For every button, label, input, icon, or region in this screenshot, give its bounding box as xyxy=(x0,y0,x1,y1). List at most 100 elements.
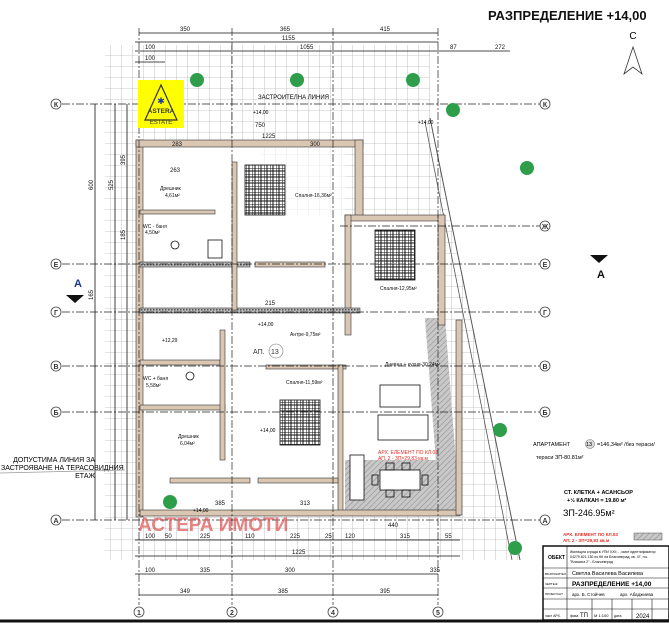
dim-text: 395 xyxy=(380,589,391,595)
svg-text:СТ. КЛЕТКА + АСАНСЬОР: СТ. КЛЕТКА + АСАНСЬОР xyxy=(564,490,633,496)
axis-label-row: В xyxy=(53,364,58,371)
svg-text:2024: 2024 xyxy=(636,614,650,620)
axis-label-col: 5 xyxy=(436,610,440,617)
dim-text: 25 xyxy=(325,534,332,540)
dim-text: 440 xyxy=(388,523,399,529)
svg-text:✱: ✱ xyxy=(157,96,165,106)
tree-icon xyxy=(190,73,204,87)
axis-label-row: А xyxy=(542,518,547,525)
watermark: АСТЕРА ИМОТИ xyxy=(138,515,288,536)
dim-text: 365 xyxy=(280,27,291,33)
apartment-number: 13 xyxy=(271,349,279,356)
room-label: Спалня-16,36м² xyxy=(295,193,332,199)
dim-text: 225 xyxy=(290,534,301,540)
room-area: 6,04м² xyxy=(180,441,195,447)
level-mark: +14,00 xyxy=(260,428,276,434)
svg-text:М 1:100: М 1:100 xyxy=(594,613,609,618)
svg-text:ВЪЗЛОЖИТЕЛ: ВЪЗЛОЖИТЕЛ xyxy=(545,572,566,576)
dim-text: 120 xyxy=(345,534,356,540)
axis-label-col: 1 xyxy=(137,610,141,617)
dim-text: 1155 xyxy=(282,36,296,42)
dim-text: 263 xyxy=(170,168,181,174)
dim-text: 165 xyxy=(89,289,95,300)
svg-text:ЗП-246.95м²: ЗП-246.95м² xyxy=(563,508,615,518)
svg-text:А: А xyxy=(74,278,82,290)
svg-text:13: 13 xyxy=(586,442,592,448)
axis-label-row: Б xyxy=(53,410,58,417)
dim-text: 300 xyxy=(285,568,296,574)
axis-label-col: 4 xyxy=(331,610,335,617)
allowed-line-label: ДОПУСТИМА ЛИНИЯ ЗА xyxy=(13,457,95,464)
svg-text:ASTERA: ASTERA xyxy=(148,108,175,115)
axis-bubbles xyxy=(50,98,551,618)
allowed-line-label: ЕТАЖ xyxy=(75,473,95,480)
dim-text: 1055 xyxy=(300,45,314,51)
svg-text:ОБЕКТ: ОБЕКТ xyxy=(548,555,565,561)
title-block xyxy=(0,545,669,623)
axis-label-row: К xyxy=(54,102,59,109)
axis-label-row: Г xyxy=(543,310,547,317)
svg-text:"Власина 2" - Благоевград: "Власина 2" - Благоевград xyxy=(570,560,613,564)
room-label: Спалня-12,95м² xyxy=(380,286,417,292)
level-mark: +14,00 xyxy=(253,110,269,116)
svg-text:А: А xyxy=(597,269,605,281)
room-area: 4,50м² xyxy=(145,230,160,236)
building-line-label: ЗАСТРОИТЕЛНА ЛИНИЯ xyxy=(258,95,329,101)
dim-text: 100 xyxy=(145,56,156,62)
level-mark: +14,00 xyxy=(258,322,274,328)
svg-text:Жилищна сграда в УПИ ХХII - ,: Жилищна сграда в УПИ ХХII - , имот идент… xyxy=(570,550,656,554)
svg-text:ЧЕРТЕЖ: ЧЕРТЕЖ xyxy=(545,582,558,586)
section-marker-left: А xyxy=(66,278,84,303)
axis-label-col: 2 xyxy=(230,610,234,617)
svg-text:Светла Василева Василева: Светла Василева Василева xyxy=(572,571,644,577)
axis-lines xyxy=(62,28,540,605)
dim-text: 215 xyxy=(265,301,276,307)
svg-text:ESTATE: ESTATE xyxy=(150,120,172,126)
room-label: WC - баня xyxy=(143,224,167,230)
svg-text:АП. 2 - ЗП=29,83 кв.м: АП. 2 - ЗП=29,83 кв.м xyxy=(563,538,610,543)
svg-text:ПРОЕКТАНТ: ПРОЕКТАНТ xyxy=(545,592,563,596)
axis-label-row: Г xyxy=(54,310,58,317)
dim-text: 87 xyxy=(450,45,457,51)
logo: ✱ ASTERA ESTATE xyxy=(138,80,184,128)
dim-text: 110 xyxy=(245,534,255,540)
svg-text:АПАРТАМЕНТ: АПАРТАМЕНТ xyxy=(533,442,571,448)
arch-element-label: АП. 2 - ЗП=29,83 кв.м xyxy=(378,456,429,462)
room-label: Дневна + кухня-30,24м² xyxy=(385,362,440,368)
svg-text:фаза: фаза xyxy=(570,614,578,618)
axis-label-row: В xyxy=(542,364,547,371)
room-area: 4,61м² xyxy=(165,193,180,199)
dim-text: 385 xyxy=(278,589,289,595)
dim-text: 350 xyxy=(180,27,191,33)
svg-text:=146,34м² /без тераси/: =146,34м² /без тераси/ xyxy=(597,442,655,448)
room-label: WC + баня xyxy=(143,376,168,382)
svg-text:дата: дата xyxy=(614,614,621,618)
axis-label-row: Е xyxy=(543,262,548,269)
page-title: РАЗПРЕДЕЛЕНИЕ +14,00 xyxy=(488,8,647,23)
room-label: Спалня-11,59м² xyxy=(286,380,323,386)
level-mark: +14,00 xyxy=(193,508,209,514)
room-label: Дрешник xyxy=(160,186,182,192)
dim-text: 50 xyxy=(165,534,172,540)
level-mark: +12,29 xyxy=(162,338,178,344)
dim-text: 335 xyxy=(430,568,441,574)
allowed-line-label: ЗАСТРОЯВАНЕ НА ТЕРАСОВИДНИЯ xyxy=(1,465,124,472)
dim-text: 335 xyxy=(200,568,211,574)
tree-icon xyxy=(163,495,177,509)
svg-text:арх. Б. Стойчев: арх. Б. Стойчев xyxy=(572,591,605,597)
axis-label-row: Ж xyxy=(541,224,549,231)
dim-text: 283 xyxy=(172,142,183,148)
tree-icon xyxy=(446,103,460,117)
tree-icon xyxy=(508,541,522,555)
dim-text: 315 xyxy=(400,534,411,540)
dim-text: 100 xyxy=(145,568,156,574)
svg-text:ТП: ТП xyxy=(580,613,588,619)
svg-text:АРХ. ЕЛЕМЕНТ ПО КЛ.03: АРХ. ЕЛЕМЕНТ ПО КЛ.03 xyxy=(563,532,618,537)
svg-text:04279.621.130 по КК на Благоев: 04279.621.130 по КК на Благоевград, кв. … xyxy=(570,555,648,559)
dim-text: 1225 xyxy=(262,134,276,140)
north-arrow: С xyxy=(623,31,643,76)
svg-text:+½ КАЛКАН = 19.80 м²: +½ КАЛКАН = 19.80 м² xyxy=(567,497,627,504)
level-mark: +14,00 xyxy=(418,120,434,126)
arch-element-label: АРХ. ЕЛЕМЕНТ ПО КЛ.03 xyxy=(378,450,438,456)
trees xyxy=(163,73,534,555)
